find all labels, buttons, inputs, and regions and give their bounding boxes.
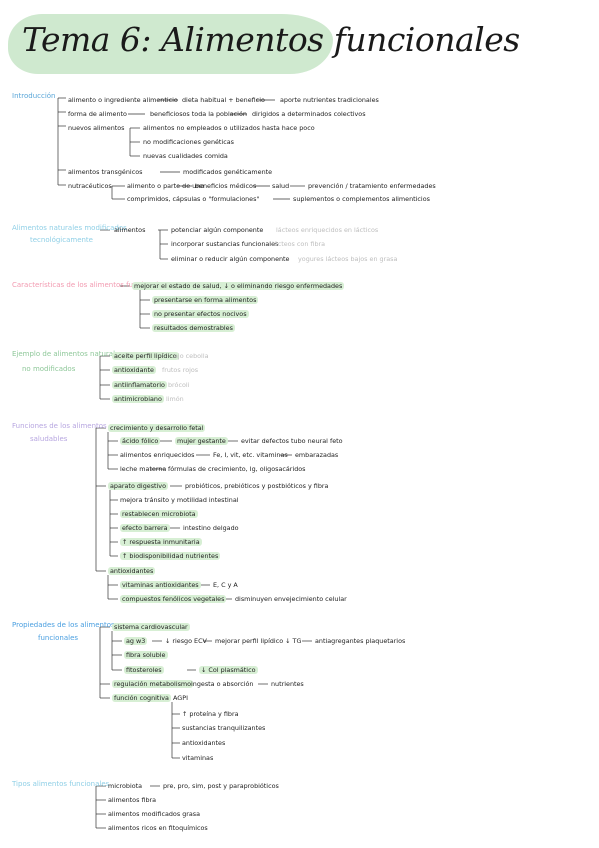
tipos-a5: alimentos ricos en fitoquímicos <box>108 824 208 832</box>
section-heading-ejemplo-2: no modificados <box>22 365 76 373</box>
func-c2: vitaminas antioxidantes <box>120 581 201 589</box>
page-title: Tema 6: Alimentos funcionales <box>22 20 520 59</box>
tipos-a1: microbiota <box>108 782 143 790</box>
section-heading-funciones-2: saludables <box>30 435 68 443</box>
ejemplo-a3b: brócoli <box>168 381 190 389</box>
intro-e2: alimento o parte de uno <box>127 182 205 190</box>
intro-b3: dirigidos a determinados colectivos <box>252 110 366 118</box>
func-b1: aparato digestivo <box>108 482 169 490</box>
ejemplo-a2: antioxidante <box>112 366 156 374</box>
func-c4: compuestos fenólicos vegetales <box>120 595 227 603</box>
ejemplo-a4: antimicrobiano <box>112 395 164 403</box>
func-b2: probióticos, prebióticos y postbióticos … <box>185 482 329 490</box>
prop-c2: AGPI <box>173 694 188 702</box>
section-heading-caracteristicas: Características de los alimentos funcion… <box>12 281 167 289</box>
func-b4: restablecen microbiota <box>120 510 198 518</box>
intro-e5: prevención / tratamiento enfermedades <box>308 182 436 190</box>
section-heading-funciones-1: Funciones de los alimentos <box>12 422 107 430</box>
tipos-a3: alimentos fibra <box>108 796 157 804</box>
ejemplo-a3: antiinflamatorio <box>112 381 167 389</box>
intro-e1: nutracéuticos <box>68 182 112 190</box>
section-heading-modificados-2: tecnológicamente <box>30 236 93 244</box>
intro-e6: comprimidos, cápsulas o "formulaciones" <box>127 195 260 203</box>
func-c5: disminuyen envejecimiento celular <box>235 595 347 603</box>
prop-a6: fibra soluble <box>124 651 168 659</box>
carac-a4: resultados demostrables <box>152 324 235 332</box>
prop-a4: mejorar perfil lipídico ↓ TG <box>215 637 302 645</box>
section-heading-introduccion: Introducción <box>12 92 56 100</box>
func-a6: Fe, I, vit, etc. vitaminas <box>213 451 288 459</box>
func-b3: mejora tránsito y motilidad intestinal <box>120 496 239 504</box>
intro-d1: alimentos transgénicos <box>68 168 143 176</box>
carac-a3: no presentar efectos nocivos <box>152 310 249 318</box>
intro-a1: alimento o ingrediente alimenticio <box>68 96 178 104</box>
intro-b1: forma de alimento <box>68 110 127 118</box>
section-heading-ejemplo-1: Ejemplo de alimentos naturales <box>12 350 123 358</box>
func-c3: E, C y A <box>213 581 238 589</box>
modif-a1: alimentos <box>114 226 146 234</box>
intro-c1: nuevos alimentos <box>68 124 125 132</box>
ejemplo-a1b: ajo cebolla <box>174 352 209 360</box>
func-c1: antioxidantes <box>108 567 156 575</box>
section-heading-propiedades-1: Propiedades de los alimentos <box>12 621 115 629</box>
intro-a3: aporte nutrientes tradicionales <box>280 96 379 104</box>
intro-c2: alimentos no empleados o utilizados hast… <box>143 124 315 132</box>
intro-d2: modificados genéticamente <box>183 168 273 176</box>
func-a7: embarazadas <box>295 451 339 459</box>
modif-a3: incorporar sustancias funcionales <box>171 240 279 248</box>
func-a8: leche materna <box>120 465 167 473</box>
func-b7: ↑ respuesta inmunitaria <box>120 538 202 546</box>
tipos-a2: pre, pro, sim, post y paraprobióticos <box>163 782 279 790</box>
ejemplo-a1: aceite perfil lipídico <box>112 352 179 360</box>
func-b6: intestino delgado <box>183 524 239 532</box>
modif-a3b: lácteos con fibra <box>272 240 326 248</box>
tipos-a4: alimentos modificados grasa <box>108 810 201 818</box>
prop-a1: sistema cardiovascular <box>112 623 190 631</box>
intro-a2: dieta habitual + beneficio <box>182 96 265 104</box>
prop-c4: sustancias tranquilizantes <box>182 724 266 732</box>
modif-a4b: yogures lácteos bajos en grasa <box>298 255 398 263</box>
intro-c3: no modificaciones genéticas <box>143 138 234 146</box>
func-a5: alimentos enriquecidos <box>120 451 195 459</box>
intro-e4: salud <box>272 182 290 190</box>
modif-a4: eliminar o reducir algún componente <box>171 255 290 263</box>
func-a4: evitar defectos tubo neural feto <box>241 437 343 445</box>
prop-a8: ↓ Col plasmático <box>199 666 258 674</box>
func-b8: ↑ biodisponibilidad nutrientes <box>120 552 221 560</box>
intro-b2: beneficiosos toda la población <box>150 110 247 118</box>
modif-a2: potenciar algún componente <box>171 226 264 234</box>
modif-a2b: lácteos enriquecidos en lácticos <box>276 226 379 234</box>
func-a1: crecimiento y desarrollo fetal <box>108 424 206 432</box>
prop-c5: antioxidantes <box>182 739 226 747</box>
prop-b1: regulación metabolismo <box>112 680 194 688</box>
section-heading-modificados-1: Alimentos naturales modificados <box>12 224 127 232</box>
prop-a2: ag w3 <box>124 637 148 645</box>
carac-a1: mejorar el estado de salud, ↓ o eliminan… <box>132 282 345 290</box>
section-heading-tipos: Tipos alimentos funcionales <box>12 780 110 788</box>
prop-b3: nutrientes <box>271 680 304 688</box>
carac-a2: presentarse en forma alimentos <box>152 296 259 304</box>
prop-c3: ↑ proteína y fibra <box>182 710 239 718</box>
prop-b2: ingesta o absorción <box>191 680 254 688</box>
func-a9: fórmulas de crecimiento, Ig, oligosacári… <box>168 465 306 473</box>
func-a3: mujer gestante <box>175 437 228 445</box>
prop-c1: función cognitiva <box>112 694 171 702</box>
section-heading-propiedades-2: funcionales <box>38 634 79 642</box>
title-highlight <box>8 14 333 74</box>
intro-e7: suplementos o complementos alimenticios <box>293 195 430 203</box>
func-a2: ácido fólico <box>120 437 161 445</box>
intro-c4: nuevas cualidades comida <box>143 152 228 160</box>
func-b5: efecto barrera <box>120 524 170 532</box>
prop-a7: fitosteroles <box>124 666 164 674</box>
intro-e3: beneficios médicos <box>195 182 257 190</box>
prop-a3: ↓ riesgo ECV <box>165 637 207 645</box>
prop-c6: vitaminas <box>182 754 214 762</box>
prop-a5: antiagregantes plaquetarios <box>315 637 406 645</box>
ejemplo-a2b: frutos rojos <box>162 366 199 374</box>
ejemplo-a4b: limón <box>166 395 184 403</box>
